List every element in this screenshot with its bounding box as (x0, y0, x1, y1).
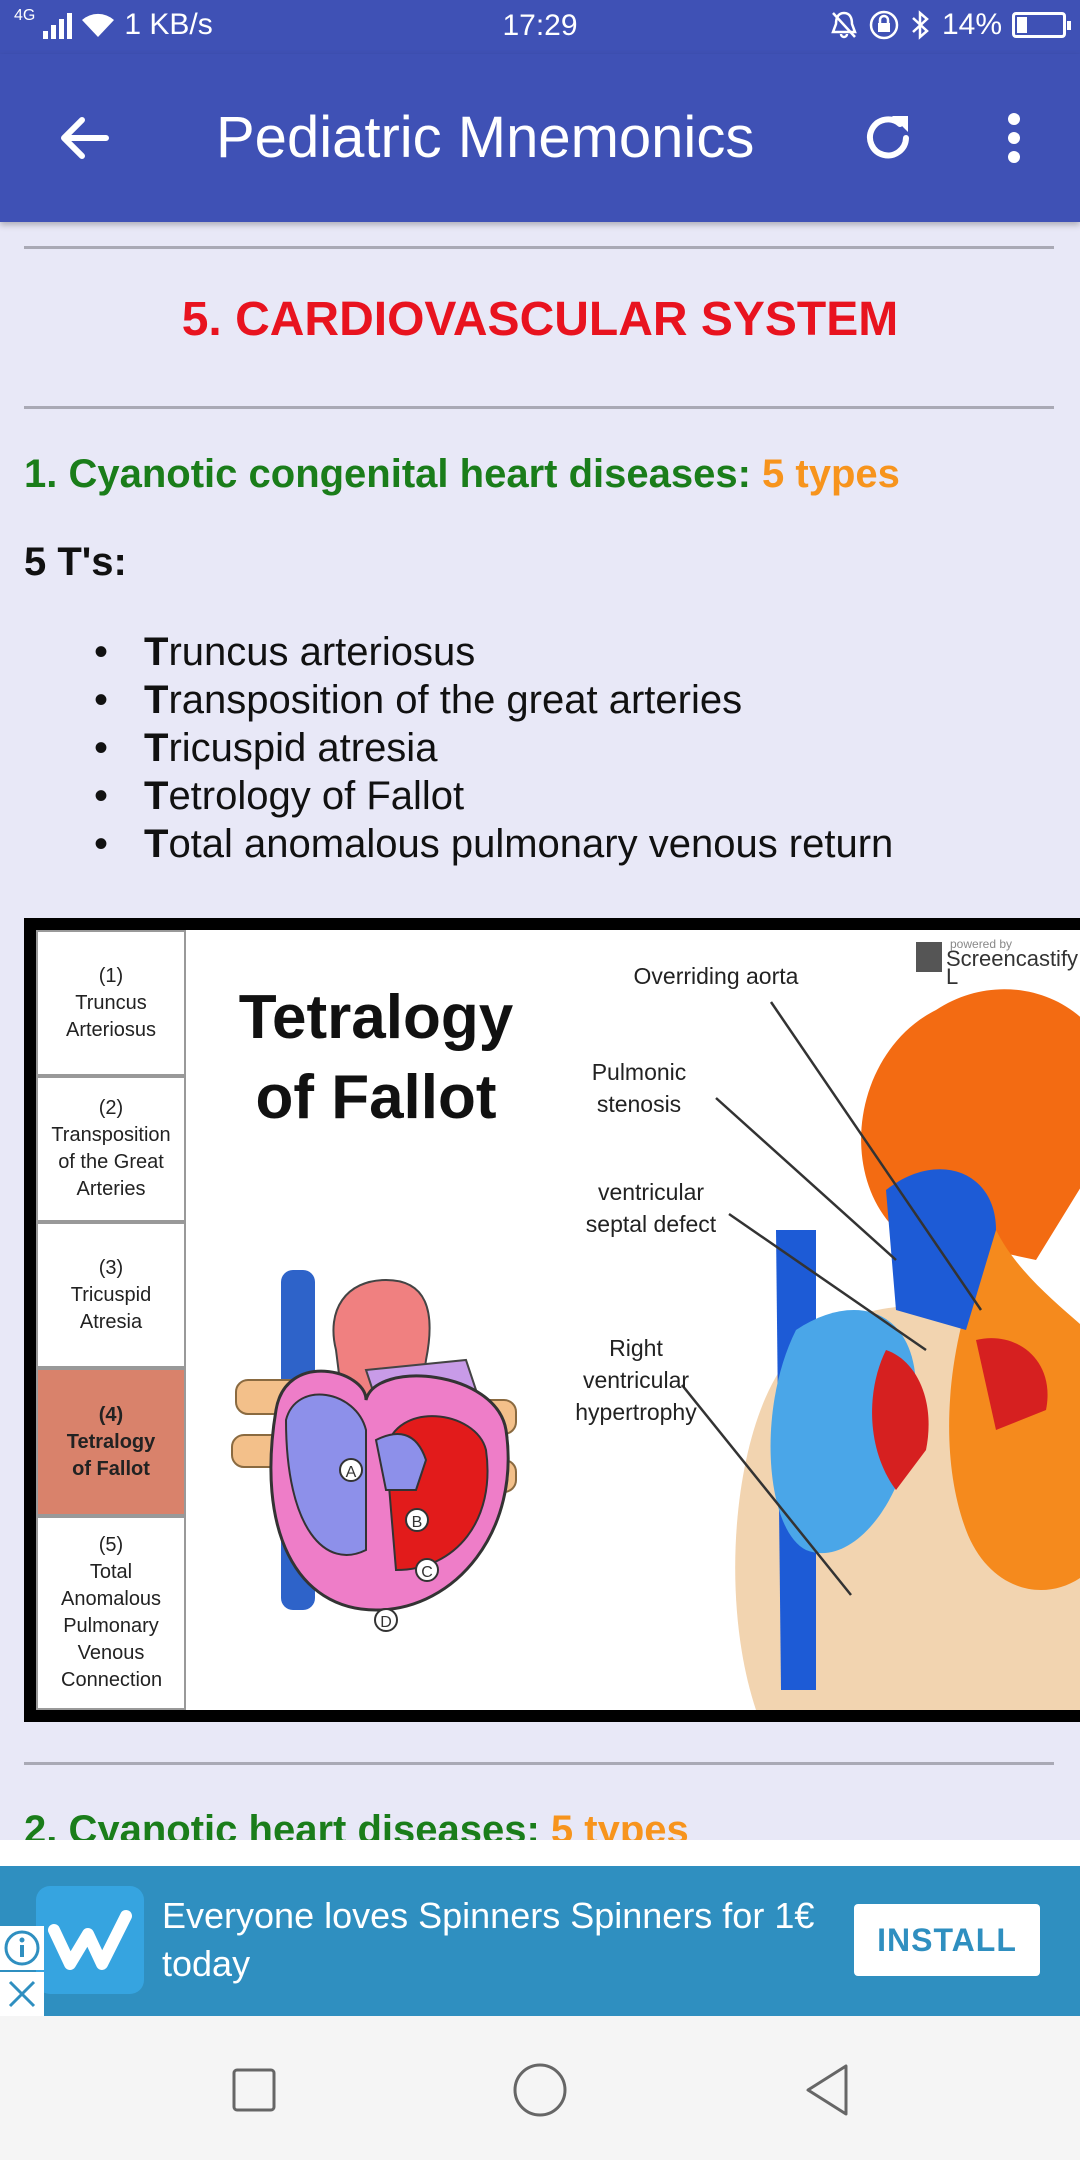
defect-menu: (1)Truncus Arteriosus (2)Transposition o… (36, 930, 196, 1710)
wish-logo-icon[interactable] (36, 1886, 144, 1994)
mnemonic-list: Truncus arteriosus Transposition of the … (94, 628, 893, 868)
topic-heading-text: 1. Cyanotic congenital heart diseases: (24, 452, 751, 496)
topic-heading: 2. Cyanotic heart diseases: 5 types (24, 1808, 689, 1842)
label-overriding-aorta: Overriding aorta (633, 963, 799, 989)
divider (24, 246, 1054, 249)
topic-heading: 1. Cyanotic congenital heart diseases: 5… (24, 452, 900, 497)
list-item: Tetrology of Fallot (94, 772, 893, 820)
topic-heading-accent: 5 types (550, 1808, 689, 1842)
menu-cell-active: (4)Tetralogy of Fallot (36, 1368, 186, 1516)
wifi-icon (82, 13, 115, 37)
menu-cell: (2)Transposition of the Great Arteries (36, 1076, 186, 1222)
ad-spacer (0, 1840, 1080, 1866)
marker-b: B (412, 1514, 423, 1531)
battery-percent: 14% (941, 8, 1002, 41)
app-bar: Pediatric Mnemonics (0, 54, 1080, 222)
close-icon[interactable] (0, 1972, 44, 2016)
topic-heading-text: 2. Cyanotic heart diseases: (24, 1808, 540, 1842)
mnemonic-label: 5 T's: (24, 540, 127, 584)
status-bar: 4G 1 KB/s 17:29 14% (0, 0, 1080, 54)
signal-icon (43, 11, 73, 39)
tetralogy-figure: A B C D (1 (24, 918, 1080, 1722)
label-pulmonic-stenosis: Pulmonic stenosis (591, 1059, 687, 1117)
figure-title: Tetralogy of Fallot (238, 983, 514, 1132)
recents-square-icon[interactable] (222, 2058, 286, 2122)
marker-c: C (421, 1564, 433, 1581)
app-title: Pediatric Mnemonics (216, 105, 755, 170)
divider (24, 406, 1054, 409)
content-area[interactable]: 5. CARDIOVASCULAR SYSTEM 1. Cyanotic con… (0, 222, 1080, 1842)
back-arrow-icon[interactable] (52, 106, 116, 170)
bluetooth-icon (912, 10, 929, 40)
label-rvh: Right ventricular hypertrophy (575, 1335, 697, 1425)
network-type: 4G (14, 7, 36, 24)
menu-cell: (3)Tricuspid Atresia (36, 1222, 186, 1368)
heart-illustration: A B C D (231, 942, 1080, 1710)
battery-icon (1012, 12, 1071, 38)
nav-back-triangle-icon[interactable] (796, 2058, 860, 2122)
mute-icon (831, 11, 857, 39)
label-vsd: ventricular septal defect (585, 1179, 717, 1237)
list-item: Tricuspid atresia (94, 724, 893, 772)
install-button[interactable]: INSTALL (854, 1904, 1040, 1976)
info-icon[interactable] (0, 1926, 44, 1970)
list-item: Total anomalous pulmonary venous return (94, 820, 893, 868)
refresh-icon[interactable] (856, 106, 920, 170)
network-speed: 1 KB/s (124, 8, 213, 41)
menu-cell: (5)Total Anomalous Pulmonary Venous Conn… (36, 1516, 186, 1710)
topic-heading-accent: 5 types (762, 452, 900, 496)
menu-cell: (1)Truncus Arteriosus (36, 930, 186, 1076)
nav-bar (0, 2016, 1080, 2160)
more-vertical-icon[interactable] (984, 106, 1044, 170)
marker-d: D (380, 1614, 392, 1631)
list-item: Truncus arteriosus (94, 628, 893, 676)
anatomical-heart (735, 989, 1080, 1710)
list-item: Transposition of the great arteries (94, 676, 893, 724)
home-circle-icon[interactable] (508, 2058, 572, 2122)
section-title: 5. CARDIOVASCULAR SYSTEM (181, 293, 899, 346)
cartoon-heart: A B C D (231, 1270, 517, 1632)
ad-banner[interactable]: Everyone loves Spinners Spinners for 1€ … (0, 1866, 1080, 2016)
ad-text[interactable]: Everyone loves Spinners Spinners for 1€ … (162, 1895, 815, 1984)
clock: 17:29 (502, 9, 578, 42)
alarm-lock-icon (869, 10, 899, 40)
marker-a: A (346, 1464, 357, 1481)
divider (24, 1762, 1054, 1765)
